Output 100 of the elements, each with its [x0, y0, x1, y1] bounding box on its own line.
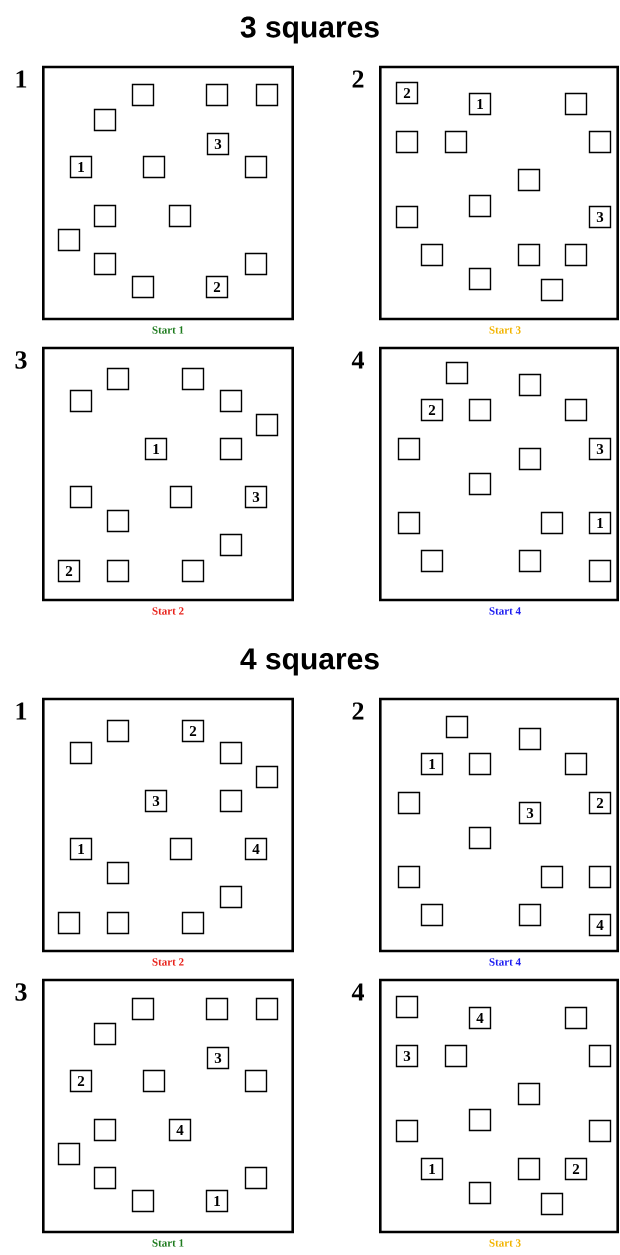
panel-number: 3 [15, 351, 27, 369]
panel-number: 4 [351, 983, 364, 1001]
empty-square [588, 559, 612, 583]
empty-square [540, 511, 564, 535]
empty-square [518, 549, 542, 573]
panel-number: 4 [351, 351, 364, 369]
numbered-square: 3 [144, 789, 168, 813]
empty-square [468, 752, 492, 776]
empty-square [564, 1006, 588, 1030]
empty-square [468, 194, 492, 218]
empty-square [564, 398, 588, 422]
start-label: Start 4 [489, 607, 521, 615]
numbered-square: 3 [206, 1046, 230, 1070]
empty-square [219, 389, 243, 413]
start-label: Start 2 [152, 958, 184, 966]
empty-square [255, 997, 279, 1021]
numbered-square: 2 [420, 398, 444, 422]
empty-square [69, 389, 93, 413]
start-label: Start 2 [152, 607, 184, 615]
empty-square [93, 1022, 117, 1046]
numbered-square: 1 [69, 155, 93, 179]
numbered-square: 1 [420, 752, 444, 776]
empty-square [169, 485, 193, 509]
empty-square [181, 367, 205, 391]
numbered-square: 2 [181, 719, 205, 743]
start-label: Start 1 [152, 1239, 184, 1247]
numbered-square: 2 [205, 275, 229, 299]
empty-square [395, 995, 419, 1019]
numbered-square: 2 [395, 81, 419, 105]
empty-square [168, 204, 192, 228]
start-label: Start 1 [152, 326, 184, 334]
empty-square [106, 559, 130, 583]
empty-square [181, 559, 205, 583]
empty-square [255, 413, 279, 437]
numbered-square: 3 [588, 437, 612, 461]
numbered-square: 3 [206, 132, 230, 156]
empty-square [397, 437, 421, 461]
numbered-square: 4 [244, 837, 268, 861]
empty-square [131, 275, 155, 299]
empty-square [540, 865, 564, 889]
empty-square [106, 509, 130, 533]
numbered-square: 4 [168, 1118, 192, 1142]
empty-square [142, 1069, 166, 1093]
numbered-square: 1 [144, 437, 168, 461]
empty-square [93, 1118, 117, 1142]
empty-square [395, 130, 419, 154]
empty-square [588, 1044, 612, 1068]
empty-square [93, 252, 117, 276]
heading: 4 squares [240, 648, 379, 676]
empty-square [420, 549, 444, 573]
empty-square [244, 1069, 268, 1093]
empty-square [106, 911, 130, 935]
panel-number: 2 [352, 702, 364, 720]
numbered-square: 3 [588, 205, 612, 229]
empty-square [517, 1082, 541, 1106]
empty-square [57, 911, 81, 935]
empty-square [468, 267, 492, 291]
numbered-square: 4 [468, 1006, 492, 1030]
empty-square [518, 727, 542, 751]
empty-square [444, 130, 468, 154]
numbered-square: 2 [69, 1069, 93, 1093]
empty-square [69, 485, 93, 509]
empty-square [219, 789, 243, 813]
empty-square [518, 447, 542, 471]
start-label: Start 4 [489, 958, 521, 966]
empty-square [255, 83, 279, 107]
empty-square [517, 168, 541, 192]
panel-number: 3 [15, 983, 27, 1001]
empty-square [131, 997, 155, 1021]
empty-square [219, 437, 243, 461]
empty-square [444, 1044, 468, 1068]
start-label: Start 3 [489, 1239, 521, 1247]
empty-square [219, 885, 243, 909]
empty-square [588, 1119, 612, 1143]
empty-square [205, 83, 229, 107]
empty-square [205, 997, 229, 1021]
empty-square [395, 205, 419, 229]
heading: 3 squares [240, 16, 379, 44]
empty-square [588, 130, 612, 154]
empty-square [397, 865, 421, 889]
numbered-square: 1 [205, 1189, 229, 1213]
empty-square [69, 741, 93, 765]
empty-square [93, 108, 117, 132]
empty-square [518, 903, 542, 927]
numbered-square: 2 [588, 791, 612, 815]
empty-square [420, 243, 444, 267]
empty-square [517, 243, 541, 267]
numbered-square: 3 [395, 1044, 419, 1068]
empty-square [468, 1181, 492, 1205]
empty-square [131, 83, 155, 107]
empty-square [255, 765, 279, 789]
numbered-square: 2 [564, 1157, 588, 1181]
empty-square [93, 1166, 117, 1190]
empty-square [397, 511, 421, 535]
empty-square [468, 1108, 492, 1132]
empty-square [517, 1157, 541, 1181]
empty-square [445, 361, 469, 385]
numbered-square: 1 [420, 1157, 444, 1181]
empty-square [131, 1189, 155, 1213]
empty-square [564, 243, 588, 267]
